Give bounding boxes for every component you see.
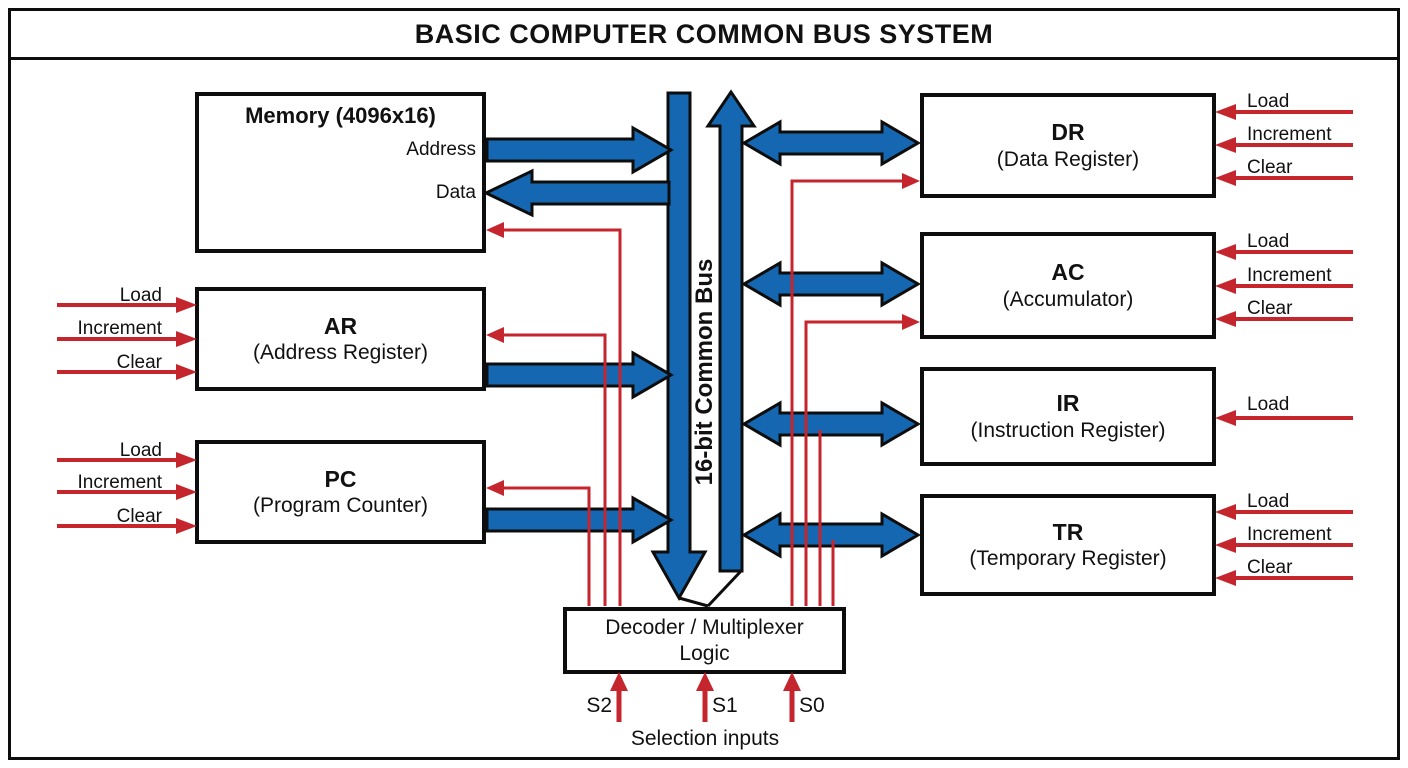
ar-increment-label: Increment [77, 318, 162, 339]
pc-clear-label: Clear [116, 506, 162, 527]
ac-abbr: AC [1051, 259, 1085, 285]
pc-box: PC (Program Counter) [195, 440, 486, 544]
ac-increment-label: Increment [1247, 265, 1332, 286]
tr-name: (Temporary Register) [969, 547, 1167, 571]
selection-caption: Selection inputs [630, 727, 780, 750]
ar-name: (Address Register) [252, 341, 429, 365]
dr-clear-label: Clear [1247, 157, 1293, 178]
dr-box: DR (Data Register) [920, 93, 1216, 198]
tr-clear-label: Clear [1247, 557, 1293, 578]
bus-label: 16-bit Common Bus [691, 258, 718, 486]
ar-clear-label: Clear [116, 352, 162, 373]
ir-abbr: IR [1056, 390, 1080, 416]
memory-title: Memory (4096x16) [245, 103, 436, 128]
ar-abbr: AR [323, 312, 358, 339]
ac-clear-label: Clear [1247, 298, 1293, 319]
pc-load-label: Load [119, 440, 162, 461]
pc-increment-label: Increment [77, 472, 162, 493]
memory-box: Memory (4096x16) Address Data [195, 92, 486, 253]
ir-name: (Instruction Register) [970, 418, 1166, 442]
pc-abbr: PC [324, 465, 357, 492]
s2-label: S2 [586, 694, 612, 717]
ac-box: AC (Accumulator) [920, 232, 1216, 339]
decoder-label-line2: Logic [679, 641, 730, 665]
outer-frame [8, 8, 1400, 760]
ac-name: (Accumulator) [1002, 287, 1134, 311]
pc-name: (Program Counter) [252, 494, 429, 518]
s1-label: S1 [712, 694, 738, 717]
ir-box: IR (Instruction Register) [920, 367, 1216, 466]
dr-abbr: DR [1051, 119, 1085, 145]
ac-load-label: Load [1247, 231, 1290, 252]
ar-box: AR (Address Register) [195, 287, 486, 391]
decoder-label-line1: Decoder / Multiplexer [605, 616, 804, 640]
tr-box: TR (Temporary Register) [920, 494, 1216, 596]
memory-address-port-label: Address [406, 139, 476, 160]
page-title: BASIC COMPUTER COMMON BUS SYSTEM [414, 18, 994, 49]
title-bar: BASIC COMPUTER COMMON BUS SYSTEM [11, 11, 1397, 60]
decoder-box: Decoder / Multiplexer Logic [563, 607, 846, 674]
dr-name: (Data Register) [996, 147, 1140, 171]
ir-load-label: Load [1247, 394, 1290, 415]
tr-increment-label: Increment [1247, 524, 1332, 545]
tr-abbr: TR [1052, 518, 1084, 545]
ar-load-label: Load [119, 285, 162, 306]
s0-label: S0 [799, 694, 825, 717]
dr-increment-label: Increment [1247, 124, 1332, 145]
memory-data-port-label: Data [435, 182, 476, 203]
tr-load-label: Load [1247, 491, 1290, 512]
dr-load-label: Load [1247, 91, 1290, 112]
